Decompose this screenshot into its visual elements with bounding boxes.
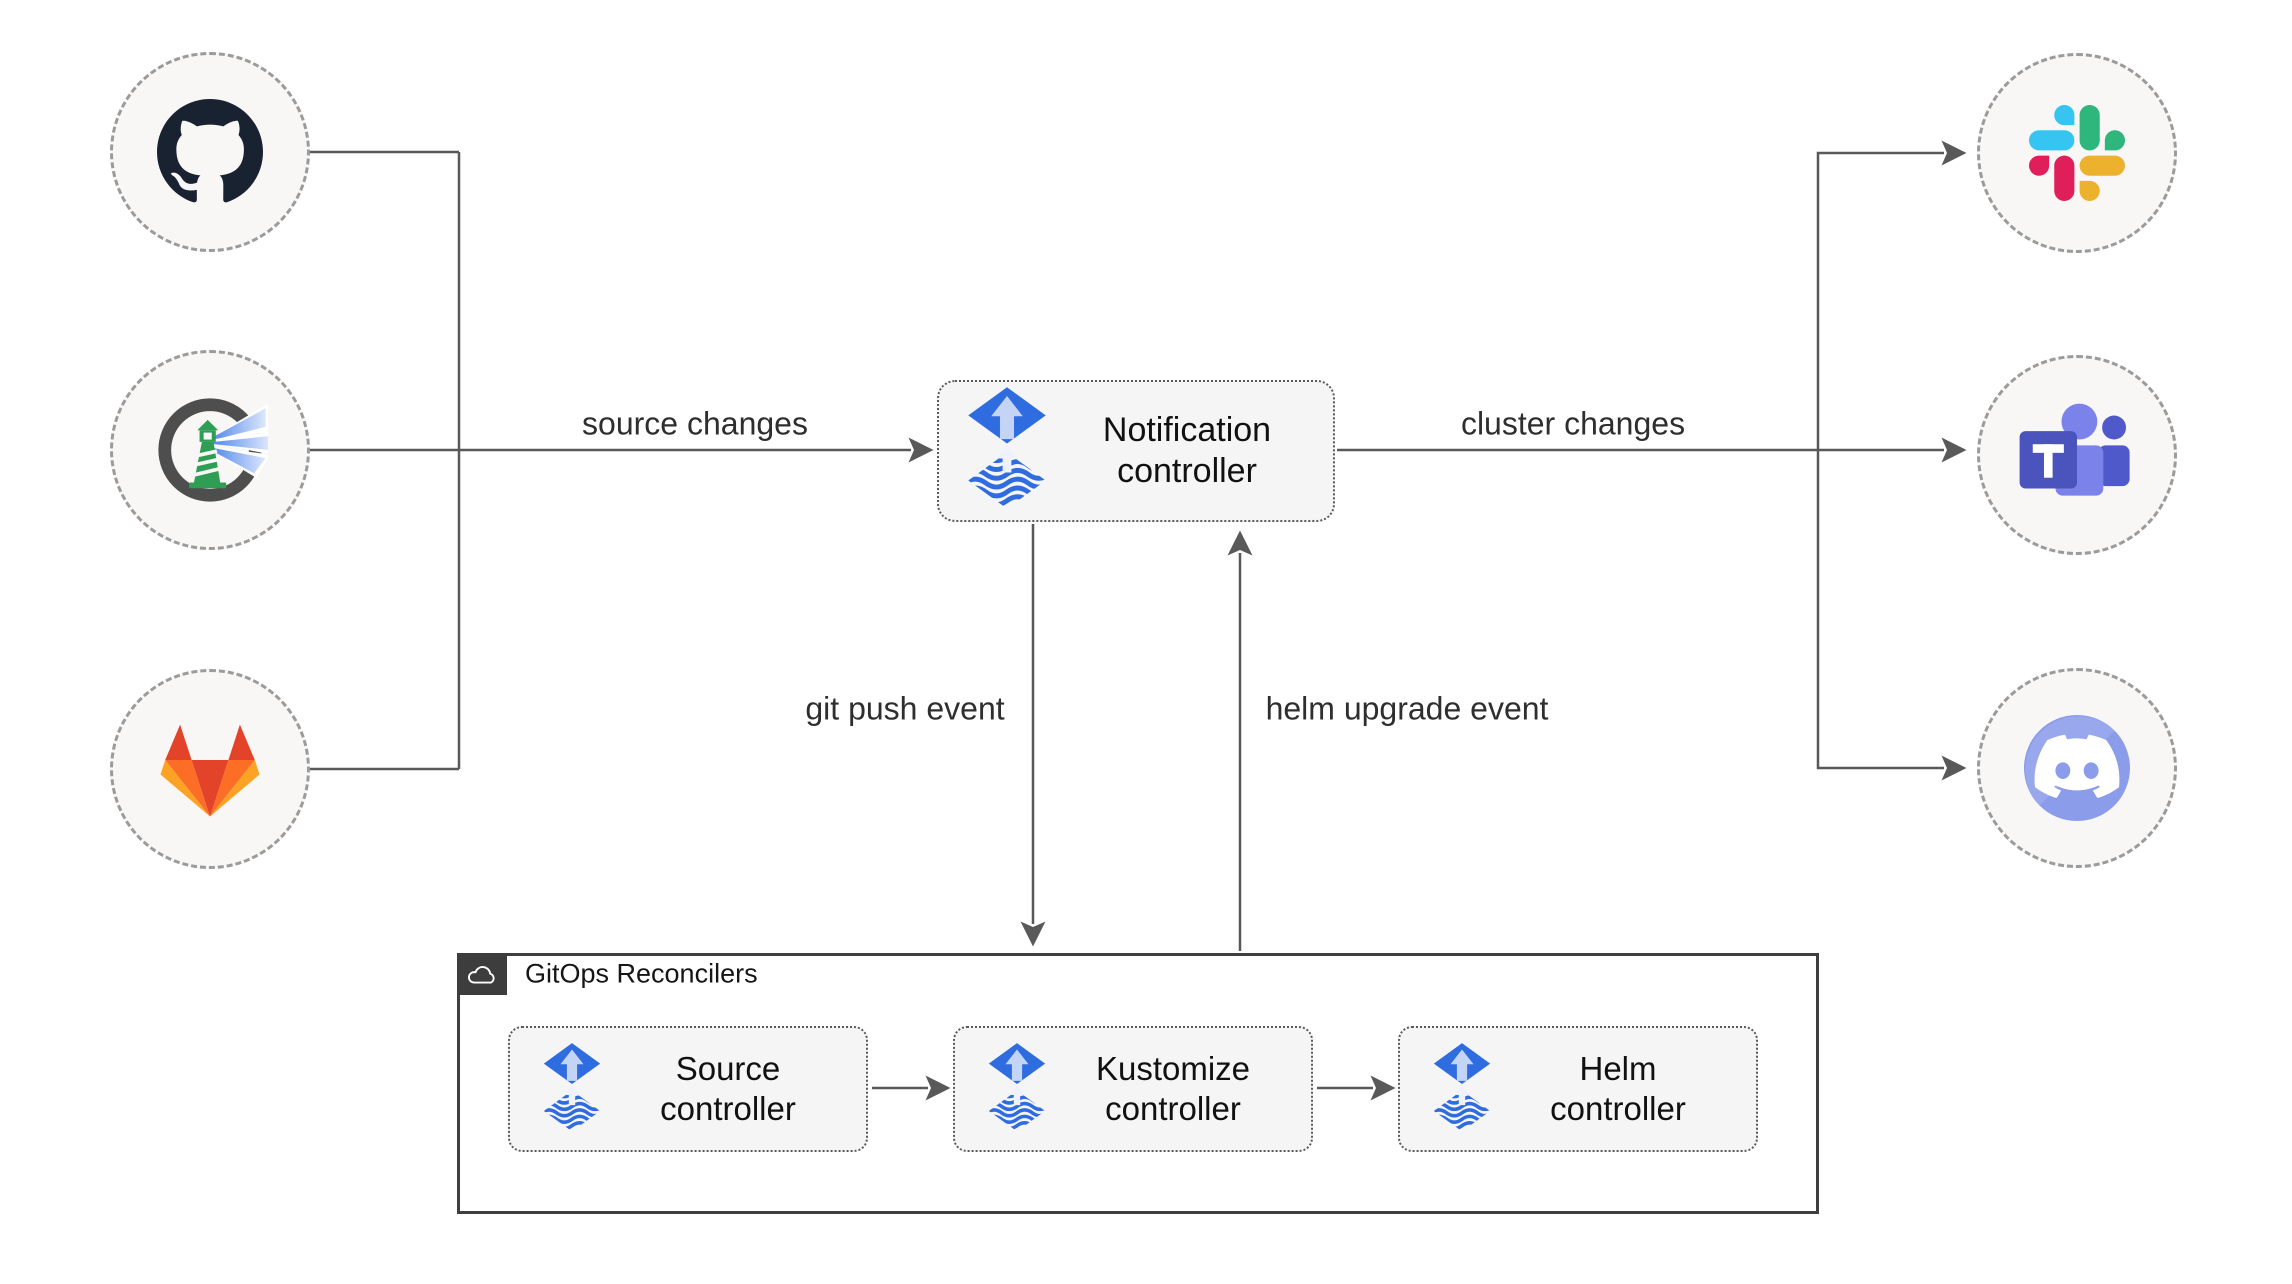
source-node-harbor <box>110 350 310 550</box>
edge-cluster-changes-slack <box>1816 140 1967 450</box>
notification-controller-label: Notification controller <box>1102 410 1272 490</box>
gitops-reconcilers-container <box>457 953 1819 1214</box>
flux-icon <box>963 387 1051 515</box>
flux-icon <box>1430 1043 1494 1136</box>
helm-controller-label: Helm controller <box>1550 1049 1686 1127</box>
notification-controller-box: Notification controller <box>937 380 1335 522</box>
edge-label-source-changes: source changes <box>576 405 814 443</box>
flux-icon <box>540 1043 604 1136</box>
gitops-reconcilers-title: GitOps Reconcilers <box>525 958 758 989</box>
source-controller-label: Source controller <box>660 1049 796 1127</box>
source-node-github <box>110 52 310 252</box>
flux-icon <box>985 1043 1049 1136</box>
teams-icon <box>2017 400 2137 510</box>
gitops-reconcilers-tab <box>457 953 507 995</box>
harbor-icon <box>152 392 268 508</box>
edge-label-cluster-changes: cluster changes <box>1454 405 1692 443</box>
edge-label-git-push-event: git push event <box>799 690 1011 728</box>
target-node-slack <box>1977 53 2177 253</box>
target-node-discord <box>1977 668 2177 868</box>
source-node-gitlab <box>110 669 310 869</box>
edge-label-helm-upgrade-event: helm upgrade event <box>1259 690 1555 728</box>
gitlab-icon <box>160 721 260 817</box>
discord-icon <box>2024 715 2130 821</box>
kustomize-controller-label: Kustomize controller <box>1095 1049 1251 1127</box>
kustomize-controller-box: Kustomize controller <box>953 1026 1313 1152</box>
source-controller-box: Source controller <box>508 1026 868 1152</box>
edge-cluster-changes-discord <box>1816 450 1967 781</box>
github-icon <box>157 99 263 205</box>
target-node-teams <box>1977 355 2177 555</box>
slack-icon <box>2029 105 2125 201</box>
helm-controller-box: Helm controller <box>1398 1026 1758 1152</box>
cloud-icon <box>465 962 499 987</box>
